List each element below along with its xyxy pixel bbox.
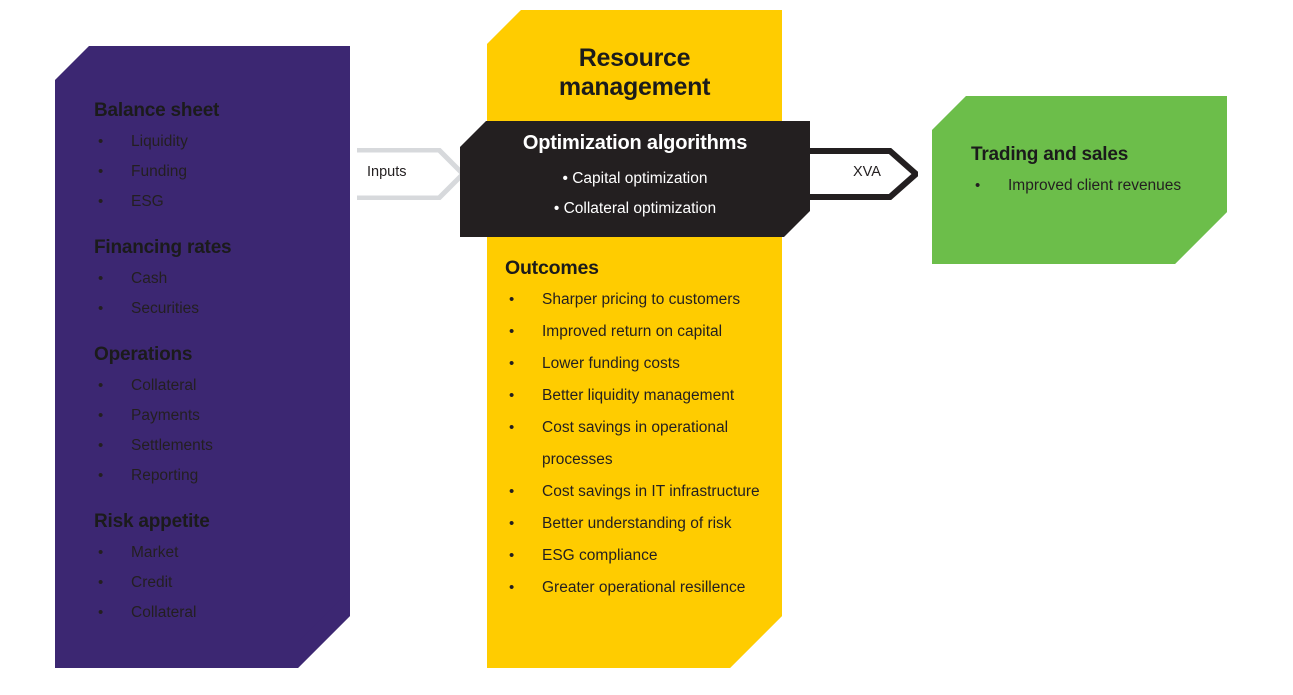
group-heading: Financing rates [94, 237, 232, 258]
list-item: Securities [94, 294, 344, 324]
optimization-algorithms-banner: Optimization algorithms Capital optimiza… [460, 121, 810, 237]
trading-and-sales-content: Trading and sales Improved client revenu… [971, 144, 1221, 201]
outcomes-heading: Outcomes [505, 257, 599, 279]
list-item: Capital optimization [460, 164, 810, 194]
list-item: Improved client revenues [971, 171, 1221, 201]
inputs-panel-content: Balance sheet Liquidity Funding ESG Fina… [94, 100, 344, 628]
group-balance-sheet: Balance sheet Liquidity Funding ESG [94, 100, 344, 217]
page-title-line-2: management [558, 73, 711, 101]
xva-arrow-label: XVA [853, 164, 881, 180]
group-list: Collateral Payments Settlements Reportin… [94, 371, 344, 491]
list-item: ESG [94, 187, 344, 217]
list-item: Sharper pricing to customers [505, 284, 785, 316]
group-operations: Operations Collateral Payments Settlemen… [94, 344, 344, 491]
list-item: Better liquidity management [505, 380, 785, 412]
group-heading: Risk appetite [94, 511, 210, 532]
inputs-arrow-label: Inputs [367, 164, 407, 180]
group-list: Cash Securities [94, 264, 344, 324]
list-item: Funding [94, 157, 344, 187]
group-risk-appetite: Risk appetite Market Credit Collateral [94, 511, 344, 628]
list-item: Cash [94, 264, 344, 294]
list-item: ESG compliance [505, 540, 785, 572]
group-heading: Balance sheet [94, 100, 220, 121]
trading-and-sales-panel: Trading and sales Improved client revenu… [932, 96, 1227, 264]
page-title: Resource management [487, 44, 782, 102]
list-item-continuation: processes [542, 451, 613, 468]
list-item: Collateral [94, 598, 344, 628]
list-item: Improved return on capital [505, 316, 785, 348]
page-title-line-1: Resource [578, 44, 691, 72]
list-item: Credit [94, 568, 344, 598]
xva-arrow: XVA [810, 148, 921, 200]
banner-title: Optimization algorithms [522, 132, 748, 154]
chevron-right-arrow-icon [810, 148, 921, 200]
list-item: Collateral optimization [460, 194, 810, 224]
list-item: Greater operational resillence [505, 572, 785, 604]
outcomes-list: Sharper pricing to customers Improved re… [505, 284, 785, 604]
group-list: Improved client revenues [971, 171, 1221, 201]
banner-list: Capital optimization Collateral optimiza… [460, 164, 810, 224]
list-item: Lower funding costs [505, 348, 785, 380]
inputs-panel: Balance sheet Liquidity Funding ESG Fina… [55, 46, 350, 668]
list-item: Collateral [94, 371, 344, 401]
list-item: Cost savings in operational [505, 412, 785, 444]
list-item: Better understanding of risk [505, 508, 785, 540]
list-item: Liquidity [94, 127, 344, 157]
list-item: Market [94, 538, 344, 568]
resource-management-panel: Resource management Outcomes Sharper pri… [487, 10, 782, 668]
group-list: Liquidity Funding ESG [94, 127, 344, 217]
group-heading: Trading and sales [971, 144, 1129, 165]
list-item: Payments [94, 401, 344, 431]
list-item: Reporting [94, 461, 344, 491]
outcomes-section: Outcomes Sharper pricing to customers Im… [505, 257, 785, 604]
inputs-arrow: Inputs [357, 147, 467, 201]
group-financing-rates: Financing rates Cash Securities [94, 237, 344, 324]
group-heading: Operations [94, 344, 193, 365]
list-item: Settlements [94, 431, 344, 461]
list-item: Cost savings in IT infrastructure [505, 476, 785, 508]
group-list: Market Credit Collateral [94, 538, 344, 628]
